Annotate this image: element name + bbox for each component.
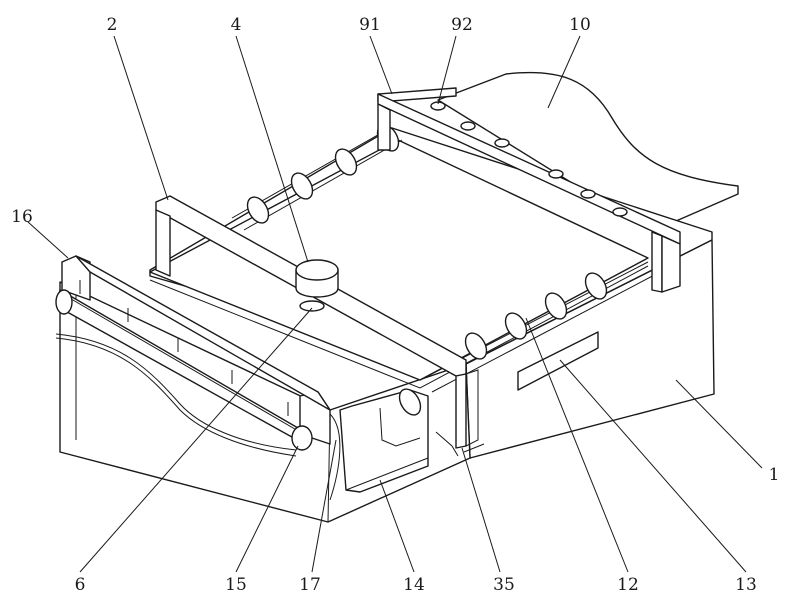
leader-12 — [525, 317, 629, 573]
label-6: 6 — [75, 575, 86, 595]
label-15: 15 — [225, 575, 247, 595]
back-gantry-frame — [377, 87, 681, 293]
leader-10 — [547, 35, 581, 109]
control-panel — [517, 331, 599, 391]
leader-92 — [437, 35, 457, 105]
side-hose — [55, 333, 297, 451]
roller-support-bar — [75, 255, 331, 411]
leader-15 — [235, 445, 299, 573]
label-16: 16 — [11, 207, 33, 227]
leader-1 — [675, 379, 763, 469]
platform-front-edge — [149, 265, 649, 389]
motor — [295, 259, 339, 298]
leader-35 — [461, 447, 501, 573]
locating-pins — [435, 431, 485, 457]
spray-nozzles — [430, 101, 628, 217]
leader-16 — [27, 221, 69, 259]
label-12: 12 — [617, 575, 639, 595]
leader-2 — [113, 35, 169, 201]
leader-17 — [311, 439, 337, 573]
leader-13 — [559, 359, 747, 573]
label-14: 14 — [403, 575, 425, 595]
front-screw-roller — [398, 261, 661, 416]
side-hose-outer — [55, 337, 297, 457]
leader-4 — [235, 35, 309, 263]
roller-clips — [79, 280, 289, 416]
sheet-material — [437, 71, 739, 229]
label-4: 4 — [231, 15, 242, 35]
label-13: 13 — [735, 575, 757, 595]
pressure-roller — [55, 289, 313, 451]
label-10: 10 — [569, 15, 591, 35]
label-2: 2 — [107, 15, 118, 35]
roller-side-plate-left — [61, 255, 91, 301]
leader-91 — [369, 35, 393, 95]
label-91: 91 — [359, 15, 381, 35]
leader-14 — [379, 479, 415, 573]
drive-shaft — [299, 300, 325, 312]
label-92: 92 — [451, 15, 473, 35]
connecting-cable — [329, 413, 341, 501]
trough-lip — [345, 407, 429, 491]
leader-6 — [79, 307, 313, 573]
label-1: 1 — [769, 465, 780, 485]
label-35: 35 — [493, 575, 515, 595]
label-17: 17 — [299, 575, 321, 595]
